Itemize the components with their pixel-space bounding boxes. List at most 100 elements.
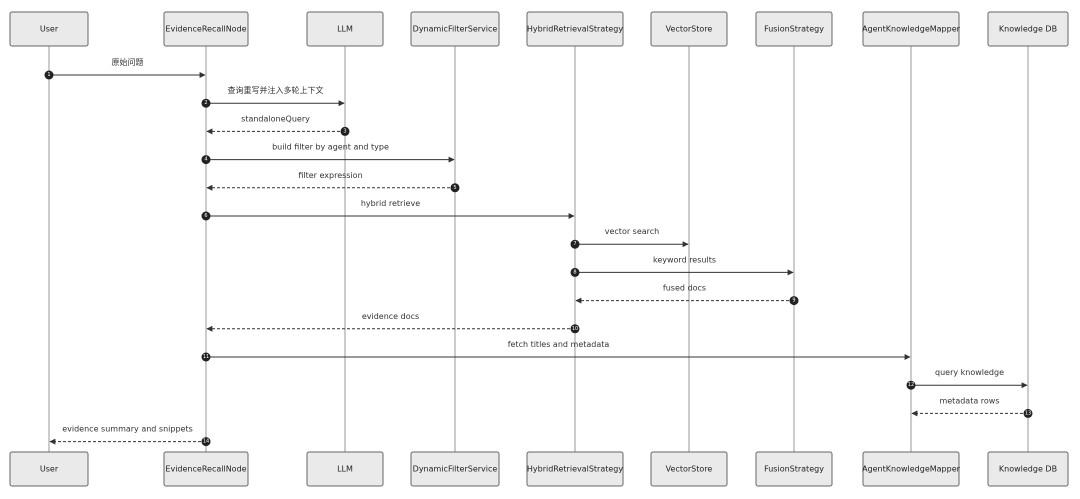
actor-bottom-vectorstore: VectorStore [650,451,728,487]
message-6: hybrid retrieve 6 [201,199,575,221]
sequence-number-badge [1023,408,1033,418]
message-label: query knowledge [935,368,1004,377]
sequence-number: 13 [1025,410,1031,416]
sequence-number-badge [44,70,54,80]
actor-top-dynamicfilterservice: DynamicFilterService [410,11,500,47]
actor-box [755,11,833,47]
message-label: hybrid retrieve [361,199,420,208]
actor-bottom-llm: LLM [306,451,384,487]
sequence-number: 1 [47,72,50,78]
sequence-number: 4 [204,157,207,163]
sequence-number-badge [450,183,460,193]
message-7: vector search 7 [570,227,689,249]
actor-box [862,451,960,487]
message-label: metadata rows [939,396,999,405]
actor-top-fusionstrategy: FusionStrategy [755,11,833,47]
actor-box [755,451,833,487]
actor-top-knowledge-db: Knowledge DB [987,11,1069,47]
actor-label: HybridRetrievalStrategy [527,465,624,474]
message-label: fused docs [663,284,706,293]
actor-label: DynamicFilterService [413,465,498,474]
actor-box [987,451,1069,487]
actor-label: VectorStore [666,25,713,34]
actor-label: LLM [337,25,353,34]
actor-top-user: User [9,11,89,47]
sequence-number-badge [201,437,211,447]
message-4: build filter by agent and type 4 [201,143,455,165]
actor-box [306,11,384,47]
message-label: 原始问题 [112,57,144,67]
actor-top-agentknowledgemapper: AgentKnowledgeMapper [862,11,961,47]
actor-box [306,451,384,487]
sequence-number-badge [906,380,916,390]
sequence-number-badge [340,126,350,136]
sequence-number: 10 [572,326,578,332]
sequence-number-badge [201,155,211,165]
sequence-number-badge [201,352,211,362]
actor-label: LLM [337,465,353,474]
message-label: evidence summary and snippets [62,425,193,434]
actor-bottom-dynamicfilterservice: DynamicFilterService [410,451,500,487]
actor-bottom-user: User [9,451,89,487]
actor-label: HybridRetrievalStrategy [527,25,624,34]
actor-label: AgentKnowledgeMapper [862,25,961,34]
sequence-number: 14 [203,439,209,445]
lifelines [48,46,1029,452]
actor-top-hybridretrievalstrategy: HybridRetrievalStrategy [526,11,624,47]
top-actor-row: User EvidenceRecallNode LLM DynamicFilterSe… [9,11,1069,47]
actor-bottom-evidencerecallnode: EvidenceRecallNode [163,451,249,487]
actor-label: DynamicFilterService [413,25,498,34]
actor-label: FusionStrategy [764,465,824,474]
sequence-number: 9 [792,298,795,304]
sequence-number-badge [570,239,580,249]
actor-box [526,11,624,47]
message-label: evidence docs [362,312,419,321]
message-1: 原始问题 1 [44,57,206,80]
message-label: filter expression [298,171,362,180]
actor-label: User [40,25,59,34]
sequence-number: 6 [204,213,207,219]
actor-label: Knowledge DB [999,465,1057,474]
actor-bottom-fusionstrategy: FusionStrategy [755,451,833,487]
actor-top-evidencerecallnode: EvidenceRecallNode [163,11,249,47]
message-10: evidence docs 10 [206,312,580,334]
message-9: fused docs 9 [575,284,799,306]
message-label: fetch titles and metadata [508,340,610,349]
sequence-number-badge [789,296,799,306]
message-14: evidence summary and snippets 14 [49,425,211,447]
actor-label: User [40,465,59,474]
sequence-number: 7 [573,241,576,247]
sequence-number-badge [201,211,211,221]
sequence-number: 2 [204,100,207,106]
bottom-actor-row: User EvidenceRecallNode LLM DynamicFilterSe… [9,451,1069,487]
actor-label: FusionStrategy [764,25,824,34]
message-13: metadata rows 13 [911,396,1033,418]
actor-bottom-hybridretrievalstrategy: HybridRetrievalStrategy [526,451,624,487]
actor-box [650,451,728,487]
actor-box [410,11,500,47]
actor-box [987,11,1069,47]
sequence-number-badge [570,324,580,334]
sequence-number-badge [201,98,211,108]
actor-label: VectorStore [666,465,713,474]
message-label: build filter by agent and type [272,143,389,152]
actor-label: AgentKnowledgeMapper [862,465,961,474]
message-label: vector search [605,227,660,236]
sequence-number: 8 [573,269,576,275]
actor-box [9,451,89,487]
actor-box [9,11,89,47]
actor-label: Knowledge DB [999,25,1057,34]
actor-bottom-agentknowledgemapper: AgentKnowledgeMapper [862,451,961,487]
actor-box [526,451,624,487]
actor-top-llm: LLM [306,11,384,47]
actor-box [163,11,249,47]
sequence-number-badge [570,267,580,277]
